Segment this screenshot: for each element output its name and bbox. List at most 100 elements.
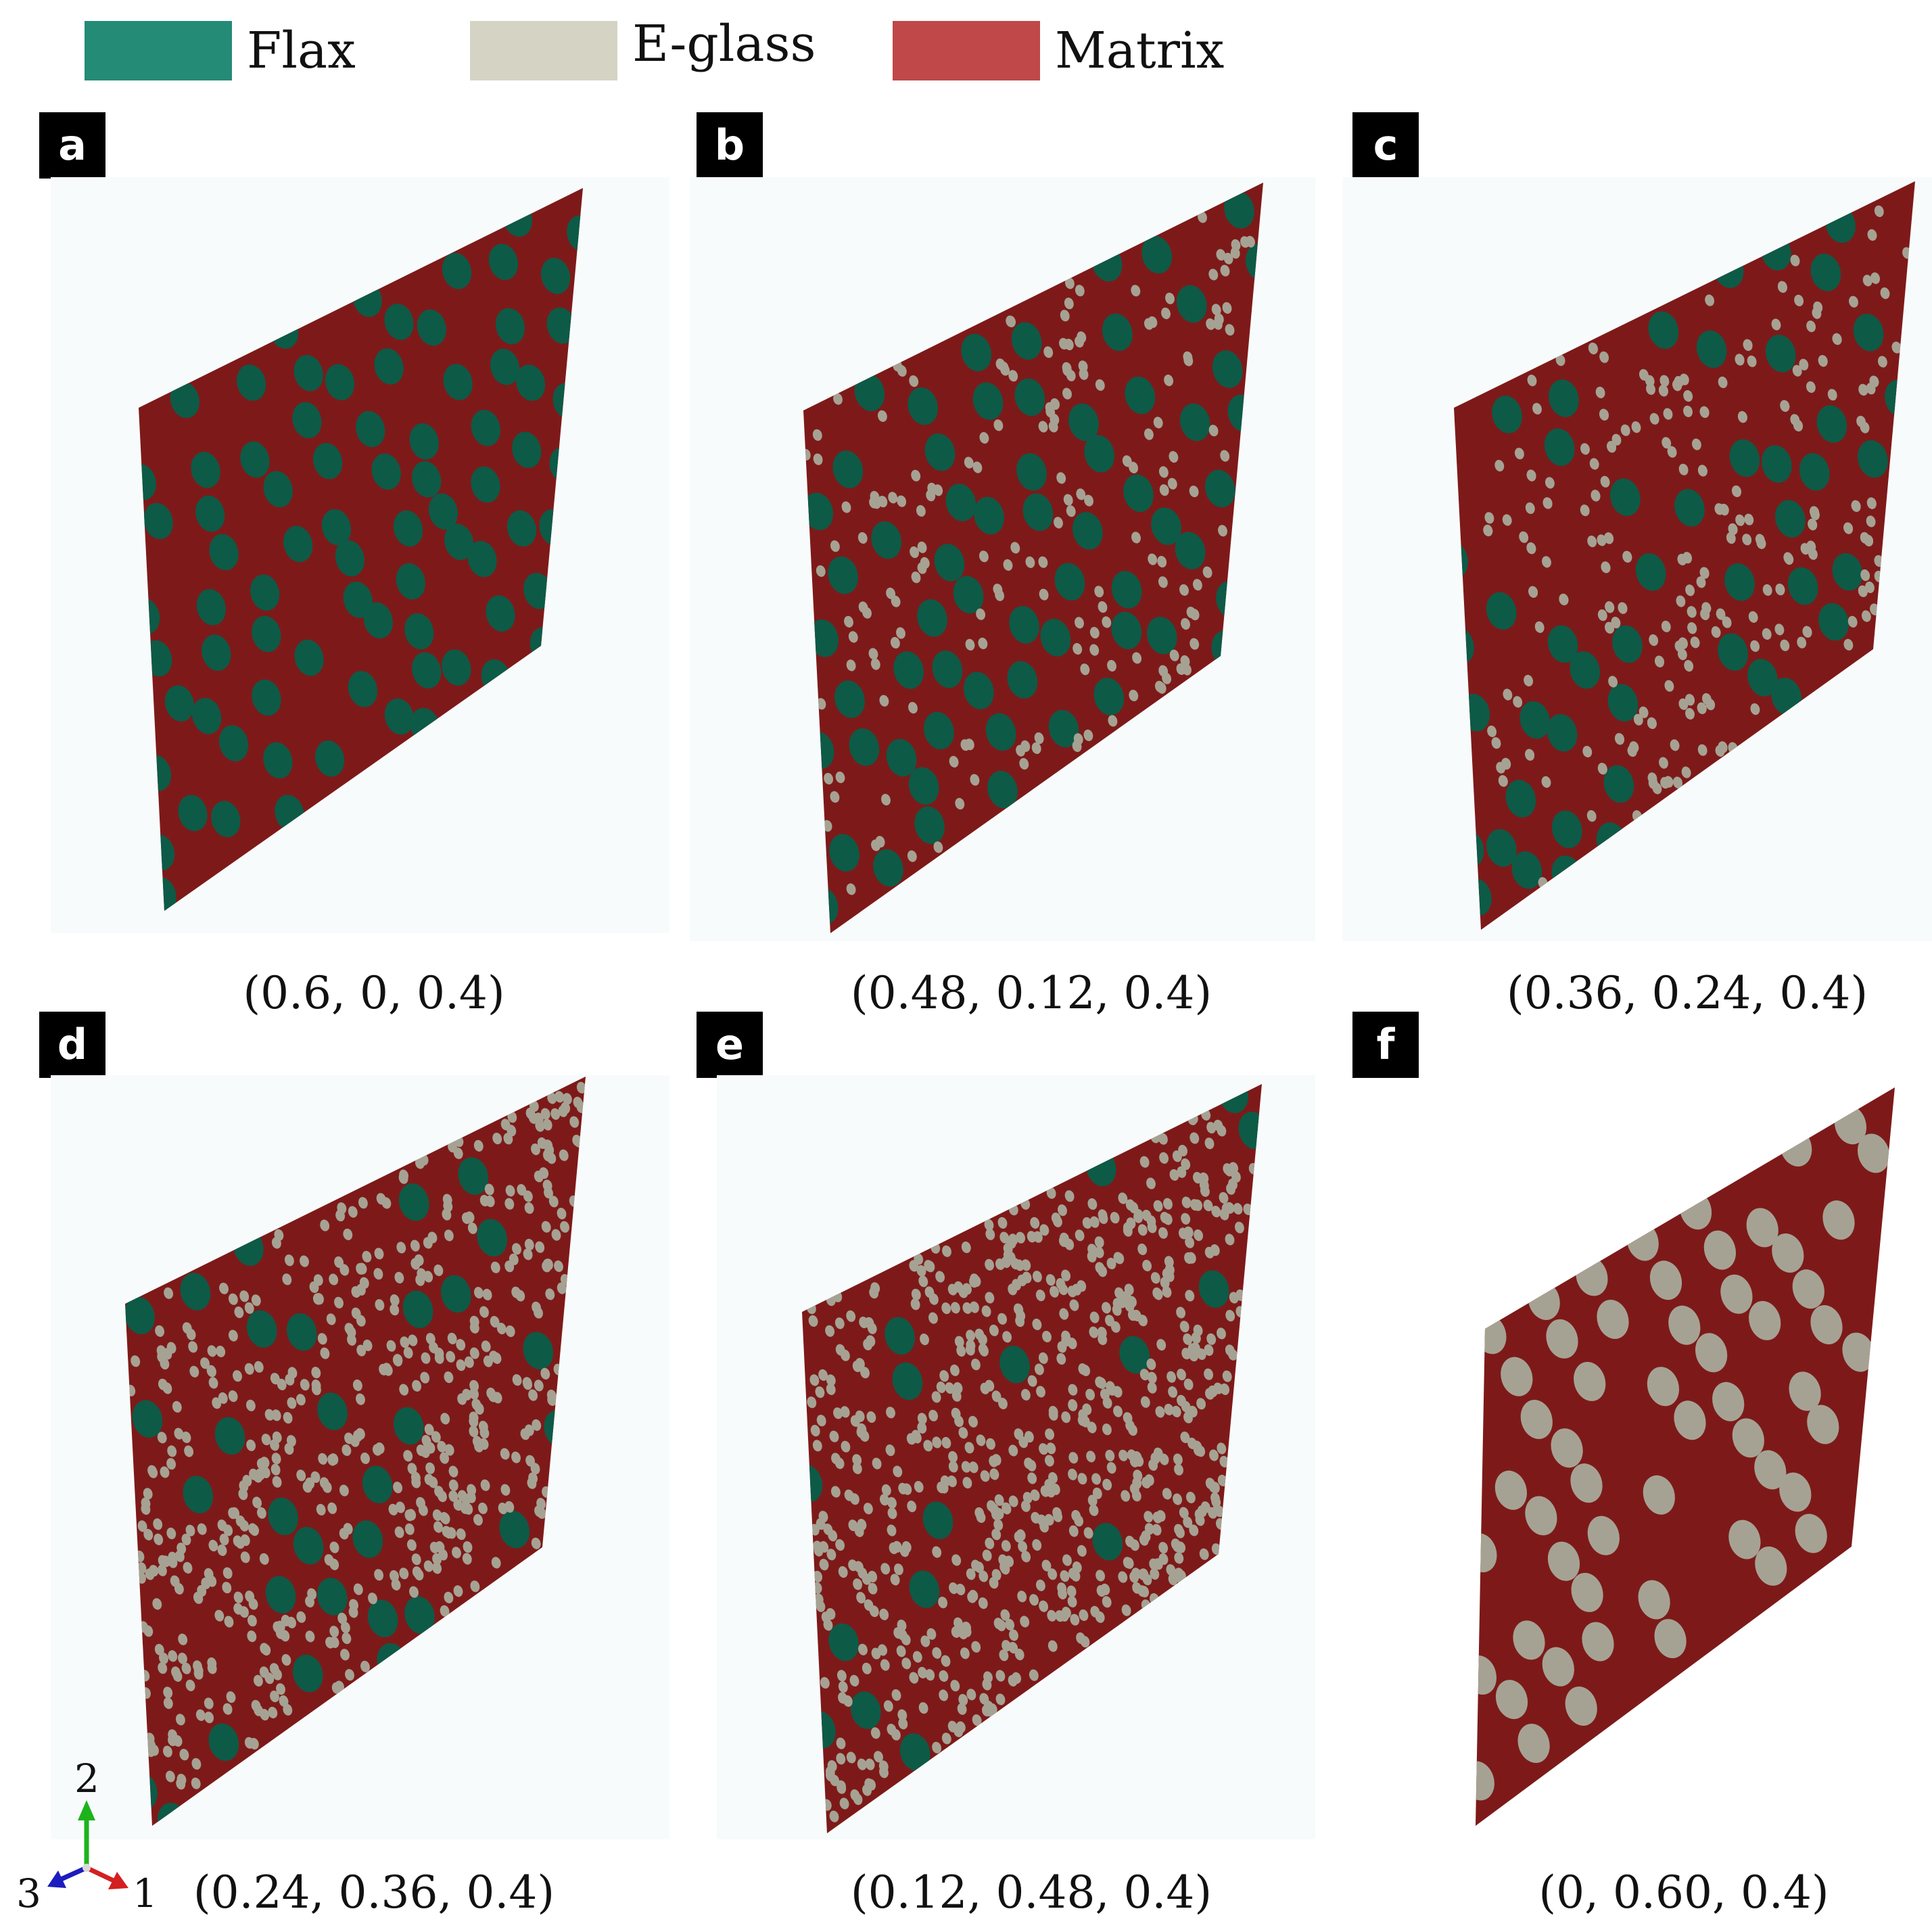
eglass-fiber: [166, 1528, 176, 1540]
eglass-fiber: [1196, 1398, 1206, 1410]
eglass-fiber: [1075, 617, 1084, 629]
flax-fiber: [1212, 350, 1243, 388]
eglass-fiber: [429, 1541, 440, 1554]
eglass-fiber: [941, 1733, 951, 1745]
eglass-fiber: [560, 1221, 569, 1233]
eglass-fiber: [918, 1666, 928, 1679]
eglass-fiber: [284, 1254, 294, 1267]
eglass-fiber: [950, 1680, 960, 1692]
flax-fiber: [218, 725, 249, 761]
eglass-fiber: [1082, 1217, 1092, 1229]
flax-fiber: [1176, 285, 1207, 323]
eglass-fiber: [901, 1657, 912, 1670]
eglass-fiber: [424, 1474, 434, 1486]
eglass-fiber: [1877, 356, 1887, 368]
eglass-fiber: [305, 1630, 315, 1643]
eglass-fiber: [932, 1647, 942, 1659]
eglass-fiber: [240, 1551, 250, 1563]
eglass-fiber: [1697, 744, 1707, 756]
flax-fiber: [236, 364, 266, 401]
eglass-fiber: [375, 1299, 385, 1311]
eglass-fiber: [1570, 1463, 1603, 1503]
eglass-fiber: [1107, 659, 1116, 672]
eglass-fiber: [1152, 1511, 1162, 1524]
eglass-fiber: [172, 1735, 183, 1747]
eglass-fiber: [995, 589, 1005, 601]
eglass-fiber: [1144, 1511, 1154, 1523]
flax-fiber: [125, 1296, 155, 1335]
flax-fiber: [132, 1400, 163, 1438]
flax-fiber: [1747, 659, 1778, 697]
eglass-fiber: [576, 1081, 586, 1093]
eglass-fiber: [541, 1221, 551, 1233]
flax-fiber: [932, 650, 963, 688]
eglass-fiber: [829, 1430, 839, 1442]
eglass-fiber: [1732, 485, 1741, 498]
eglass-fiber: [1648, 777, 1658, 789]
eglass-fiber: [870, 1282, 880, 1294]
flax-fiber: [829, 834, 859, 872]
eglass-fiber: [1077, 1473, 1087, 1485]
eglass-fiber: [163, 1697, 173, 1710]
eglass-fiber: [532, 1301, 542, 1313]
eglass-fiber: [891, 595, 901, 607]
eglass-fiber: [812, 429, 822, 441]
eglass-fiber: [474, 1403, 484, 1415]
eglass-fiber: [818, 1511, 828, 1523]
flax-fiber: [1054, 563, 1085, 600]
eglass-fiber: [1491, 737, 1501, 749]
eglass-fiber: [920, 1334, 929, 1346]
flax-fiber: [312, 443, 343, 479]
flax-fiber: [961, 333, 992, 372]
panel-label-d: d: [39, 1012, 105, 1078]
eglass-fiber: [874, 1751, 883, 1763]
eglass-fiber: [1174, 1552, 1184, 1564]
eglass-fiber: [1678, 637, 1688, 649]
flax-fiber: [987, 770, 1018, 809]
eglass-fiber: [1189, 1350, 1198, 1362]
eglass-fiber: [314, 1293, 324, 1305]
eglass-fiber: [326, 1313, 336, 1325]
origin-point: [83, 1864, 91, 1872]
eglass-fiber: [539, 1167, 549, 1179]
flax-fiber: [246, 1310, 277, 1348]
flax-fiber: [458, 1157, 489, 1195]
eglass-fiber: [1678, 463, 1689, 475]
eglass-fiber: [168, 1650, 178, 1662]
eglass-fiber: [396, 1501, 405, 1513]
eglass-fiber: [1189, 1132, 1200, 1144]
eglass-fiber: [1071, 1509, 1081, 1522]
flax-fiber: [885, 1317, 915, 1355]
eglass-fiber: [993, 1618, 1004, 1630]
eglass-fiber: [404, 1509, 415, 1522]
eglass-fiber: [896, 627, 905, 639]
eglass-fiber: [979, 431, 989, 444]
eglass-fiber: [1789, 1371, 1821, 1411]
eglass-fiber: [1085, 1388, 1095, 1400]
eglass-fiber: [193, 1592, 204, 1604]
eglass-fiber: [1687, 622, 1697, 634]
eglass-fiber: [897, 1709, 908, 1721]
legend-label-flax: Flax: [247, 22, 356, 80]
eglass-fiber: [914, 1253, 924, 1265]
eglass-fiber: [410, 1471, 421, 1484]
flax-fiber: [1141, 235, 1173, 274]
eglass-fiber: [442, 1208, 452, 1221]
eglass-fiber: [165, 1770, 175, 1783]
eglass-fiber: [1525, 502, 1535, 515]
eglass-fiber: [858, 601, 868, 613]
eglass-fiber: [932, 1546, 942, 1558]
flax-fiber: [1486, 592, 1517, 630]
eglass-fiber: [1159, 1152, 1169, 1164]
eglass-fiber: [1086, 1451, 1096, 1463]
flax-fiber: [974, 496, 1004, 535]
flax-fiber: [417, 309, 446, 346]
eglass-fiber: [280, 1630, 290, 1642]
flax-fiber: [335, 540, 365, 577]
eglass-fiber: [329, 1636, 339, 1649]
eglass-fiber: [965, 638, 975, 651]
eglass-fiber: [1152, 1524, 1162, 1536]
flax-fiber: [917, 599, 947, 637]
eglass-fiber: [244, 1363, 254, 1375]
eglass-fiber: [1696, 576, 1706, 588]
